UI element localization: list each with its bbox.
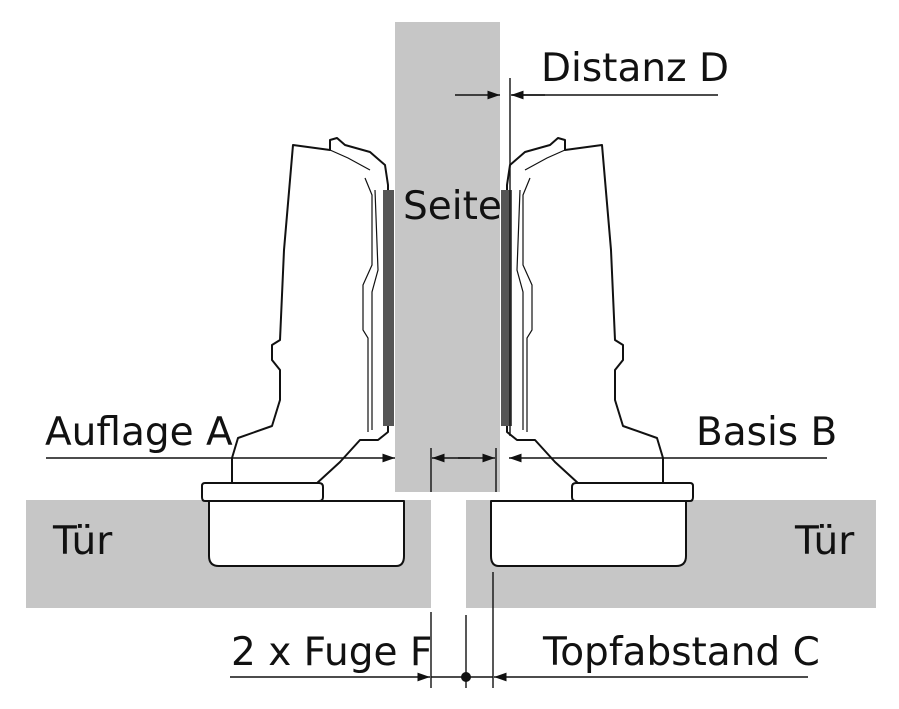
fuge-label: 2 x Fuge F bbox=[231, 630, 432, 675]
hinge-right bbox=[490, 137, 694, 567]
auflage-label: Auflage A bbox=[45, 410, 233, 455]
hinge-left-arm bbox=[231, 137, 389, 485]
hinge-right-arm bbox=[506, 137, 664, 485]
seite-label: Seite bbox=[403, 184, 502, 229]
center-dot bbox=[461, 672, 471, 682]
door-right-label: Tür bbox=[794, 519, 855, 564]
hinge-right-detail bbox=[516, 149, 566, 432]
door-left-label: Tür bbox=[52, 519, 113, 564]
side-panel bbox=[395, 22, 500, 492]
topfabstand-label: Topfabstand C bbox=[542, 630, 820, 675]
hinge-right-cup bbox=[490, 500, 687, 567]
distanz-label: Distanz D bbox=[541, 46, 729, 91]
hinge-left-cup-flange bbox=[201, 482, 324, 502]
hinge-left-plate bbox=[383, 190, 394, 426]
hinge-left-detail bbox=[329, 149, 379, 432]
hinge-left bbox=[201, 137, 405, 567]
hinge-right-plate bbox=[501, 190, 512, 426]
hinge-right-cup-flange bbox=[571, 482, 694, 502]
hinge-left-cup bbox=[208, 500, 405, 567]
basis-label: Basis B bbox=[696, 410, 837, 455]
